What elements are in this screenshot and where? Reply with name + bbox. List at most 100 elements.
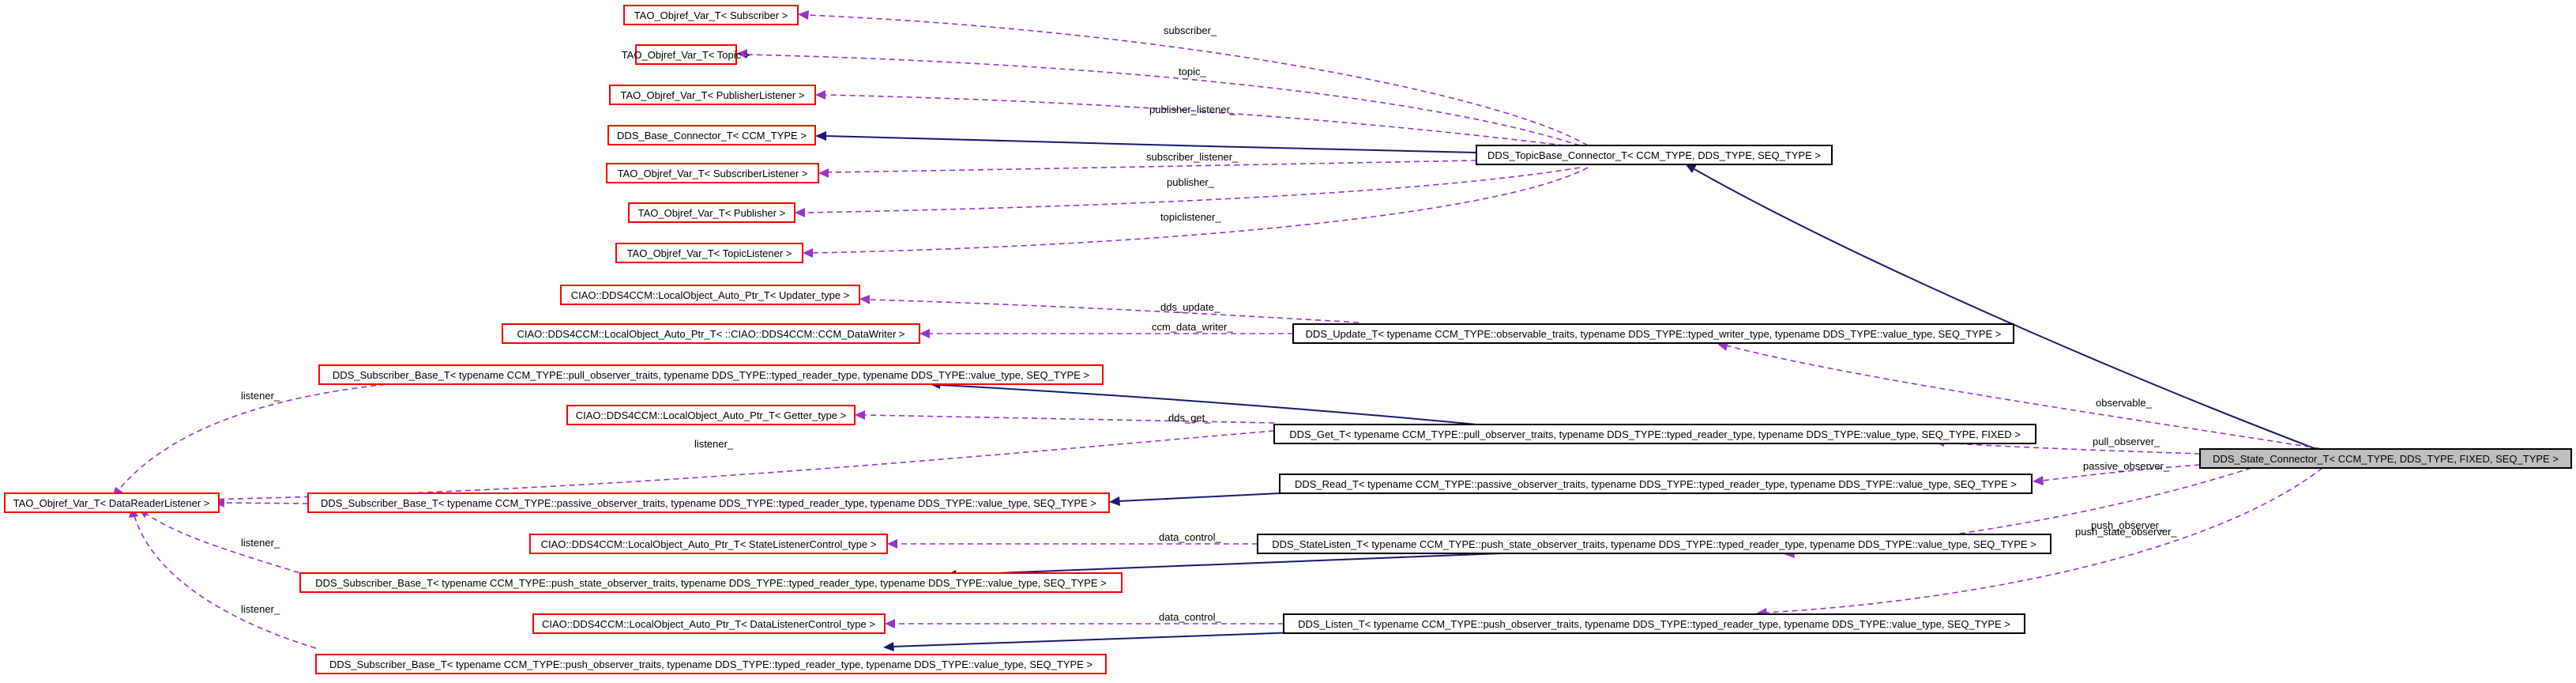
edge-label-subscriber: subscriber_ (1164, 25, 1217, 36)
node-dds-listen[interactable]: DDS_Listen_T< typename CCM_TYPE::push_ob… (1283, 613, 2025, 634)
node-dds-state-connector[interactable]: DDS_State_Connector_T< CCM_TYPE, DDS_TYP… (2199, 448, 2572, 469)
arrowhead (883, 642, 894, 651)
arrowhead (859, 295, 870, 304)
edge-label-topic: topic_ (1179, 66, 1206, 77)
node-tao-datareader-listener[interactable]: TAO_Objref_Var_T< DataReaderListener > (4, 492, 220, 513)
node-label: DDS_Update_T< typename CCM_TYPE::observa… (1306, 328, 2002, 340)
node-ciao-data-listener-control[interactable]: CIAO::DDS4CCM::LocalObject_Auto_Ptr_T< D… (532, 613, 886, 634)
edge-usage-listener-pull (118, 383, 396, 491)
node-label: TAO_Objref_Var_T< SubscriberListener > (618, 168, 808, 179)
arrowhead (815, 90, 825, 100)
node-label: TAO_Objref_Var_T< Subscriber > (634, 9, 788, 21)
node-label: CIAO::DDS4CCM::LocalObject_Auto_Ptr_T< U… (571, 289, 850, 301)
edge-label-topiclistener: topiclistener_ (1160, 211, 1221, 223)
node-tao-topic-listener[interactable]: TAO_Objref_Var_T< TopicListener > (615, 243, 803, 263)
edge-label-listener-pull: listener_ (241, 390, 280, 402)
node-label: DDS_TopicBase_Connector_T< CCM_TYPE, DDS… (1487, 149, 1821, 161)
node-tao-topic[interactable]: TAO_Objref_Var_T< Topic > (622, 44, 750, 65)
arrowhead (795, 208, 805, 217)
nodes: TAO_Objref_Var_T< Subscriber > TAO_Objre… (4, 5, 2572, 674)
edge-usage-dds-get (863, 414, 1275, 424)
edge-labels: subscriber_ topic_ publisher_ listener_ s… (241, 25, 2177, 623)
arrowhead (798, 10, 809, 20)
node-subscriber-base-push[interactable]: DDS_Subscriber_Base_T< typename CCM_TYPE… (315, 654, 1107, 674)
edge-usage-listener-push (134, 515, 317, 649)
edge-inherit-state-connector-topicbase (1694, 168, 2323, 452)
node-label: DDS_StateListen_T< typename CCM_TYPE::pu… (1272, 538, 2036, 550)
edge-label-listener-get: listener_ (694, 438, 734, 450)
node-subscriber-base-passive[interactable]: DDS_Subscriber_Base_T< typename CCM_TYPE… (307, 492, 1110, 513)
node-label: DDS_Read_T< typename CCM_TYPE::passive_o… (1295, 478, 2017, 490)
arrowhead (818, 168, 829, 178)
node-label: CIAO::DDS4CCM::LocalObject_Auto_Ptr_T< D… (542, 618, 875, 630)
node-label: TAO_Objref_Var_T< Publisher > (638, 207, 786, 219)
arrowhead (815, 131, 826, 141)
node-subscriber-base-push-state[interactable]: DDS_Subscriber_Base_T< typename CCM_TYPE… (299, 572, 1123, 593)
edge-inherit-listen-subbase-push (892, 630, 1344, 647)
edge-usage-topiclistener (811, 167, 1589, 254)
edge-label-data-control-listen: data_control_ (1159, 611, 1222, 623)
node-dds-read[interactable]: DDS_Read_T< typename CCM_TYPE::passive_o… (1279, 474, 2033, 494)
node-tao-publisher[interactable]: TAO_Objref_Var_T< Publisher > (628, 202, 795, 223)
node-ciao-updater[interactable]: CIAO::DDS4CCM::LocalObject_Auto_Ptr_T< U… (560, 285, 860, 305)
node-label: TAO_Objref_Var_T< DataReaderListener > (13, 497, 210, 509)
edge-label-listener-push: listener_ (241, 603, 280, 615)
arrowhead (885, 619, 895, 628)
arrowhead (1109, 496, 1120, 506)
edge-inherit-topicbase-base-connector (825, 135, 1477, 153)
edge-usage-publisher (803, 167, 1581, 213)
edge-usage-dds-update (868, 299, 1359, 323)
arrowhead (2033, 476, 2044, 485)
node-ciao-datawriter[interactable]: CIAO::DDS4CCM::LocalObject_Auto_Ptr_T< :… (502, 323, 920, 344)
arrowhead (855, 410, 865, 420)
node-dds-statelisten[interactable]: DDS_StateListen_T< typename CCM_TYPE::pu… (1257, 534, 2051, 554)
edge-usage-topic (745, 54, 1581, 146)
node-label: CIAO::DDS4CCM::LocalObject_Auto_Ptr_T< G… (576, 409, 846, 421)
edge-inherit-get-subbase-pull (939, 384, 1502, 428)
node-subscriber-base-pull[interactable]: DDS_Subscriber_Base_T< typename CCM_TYPE… (318, 364, 1104, 385)
edge-label-observable: observable_ (2096, 397, 2153, 409)
node-label: CIAO::DDS4CCM::LocalObject_Auto_Ptr_T< S… (541, 538, 877, 550)
edge-label-passive-observer: passive_observer_ (2083, 460, 2170, 472)
node-ciao-getter[interactable]: CIAO::DDS4CCM::LocalObject_Auto_Ptr_T< G… (566, 405, 856, 425)
node-label: DDS_Get_T< typename CCM_TYPE::pull_obser… (1289, 428, 2021, 440)
node-label: DDS_State_Connector_T< CCM_TYPE, DDS_TYP… (2213, 453, 2559, 465)
edge-label-pull-observer: pull_observer_ (2093, 436, 2160, 447)
node-label: DDS_Subscriber_Base_T< typename CCM_TYPE… (329, 658, 1092, 670)
node-label: DDS_Subscriber_Base_T< typename CCM_TYPE… (315, 577, 1107, 589)
edge-usage-listener-push-state (145, 513, 309, 576)
arrowhead (1685, 164, 1697, 173)
edge-label-subscriber-listener: subscriber_listener_ (1146, 151, 1239, 163)
node-label: CIAO::DDS4CCM::LocalObject_Auto_Ptr_T< :… (517, 328, 904, 340)
edge-usage-observable (1725, 345, 2339, 452)
edge-usage-publisher-listener (824, 94, 1565, 146)
node-tao-subscriber-listener[interactable]: TAO_Objref_Var_T< SubscriberListener > (606, 163, 819, 183)
node-label: DDS_Subscriber_Base_T< typename CCM_TYPE… (333, 369, 1089, 381)
edge-usage-subscriber (807, 14, 1589, 146)
edge-label-listener-push-state: listener_ (241, 537, 280, 549)
edge-usage-subscriber-listener (827, 160, 1477, 173)
edge-label-dds-update: dds_update_ (1160, 301, 1220, 313)
node-dds-update[interactable]: DDS_Update_T< typename CCM_TYPE::observa… (1292, 323, 2014, 344)
node-ciao-state-listener-control[interactable]: CIAO::DDS4CCM::LocalObject_Auto_Ptr_T< S… (529, 534, 888, 554)
arrowhead (736, 49, 747, 58)
node-dds-base-connector[interactable]: DDS_Base_Connector_T< CCM_TYPE > (607, 125, 816, 145)
arrowhead (919, 329, 930, 338)
arrowhead (887, 539, 897, 549)
node-topicbase-connector[interactable]: DDS_TopicBase_Connector_T< CCM_TYPE, DDS… (1476, 145, 1833, 165)
node-label: TAO_Objref_Var_T< Topic > (622, 49, 750, 61)
edge-usage-pull-observer (1942, 442, 2201, 455)
edges (112, 10, 2339, 651)
edge-label-publisher: publisher_ (1167, 176, 1215, 188)
node-label: TAO_Objref_Var_T< TopicListener > (627, 247, 792, 259)
edge-usage-listener-get (201, 430, 1275, 500)
node-tao-publisher-listener[interactable]: TAO_Objref_Var_T< PublisherListener > (609, 85, 816, 105)
node-label: TAO_Objref_Var_T< PublisherListener > (621, 89, 805, 101)
edge-inherit-read-subbase-passive (1118, 492, 1280, 502)
edge-usage-passive-observer (2041, 464, 2201, 481)
node-tao-subscriber[interactable]: TAO_Objref_Var_T< Subscriber > (623, 5, 799, 25)
node-dds-get[interactable]: DDS_Get_T< typename CCM_TYPE::pull_obser… (1273, 424, 2036, 444)
node-label: DDS_Base_Connector_T< CCM_TYPE > (617, 130, 807, 142)
edge-usage-listener-passive (223, 502, 309, 504)
